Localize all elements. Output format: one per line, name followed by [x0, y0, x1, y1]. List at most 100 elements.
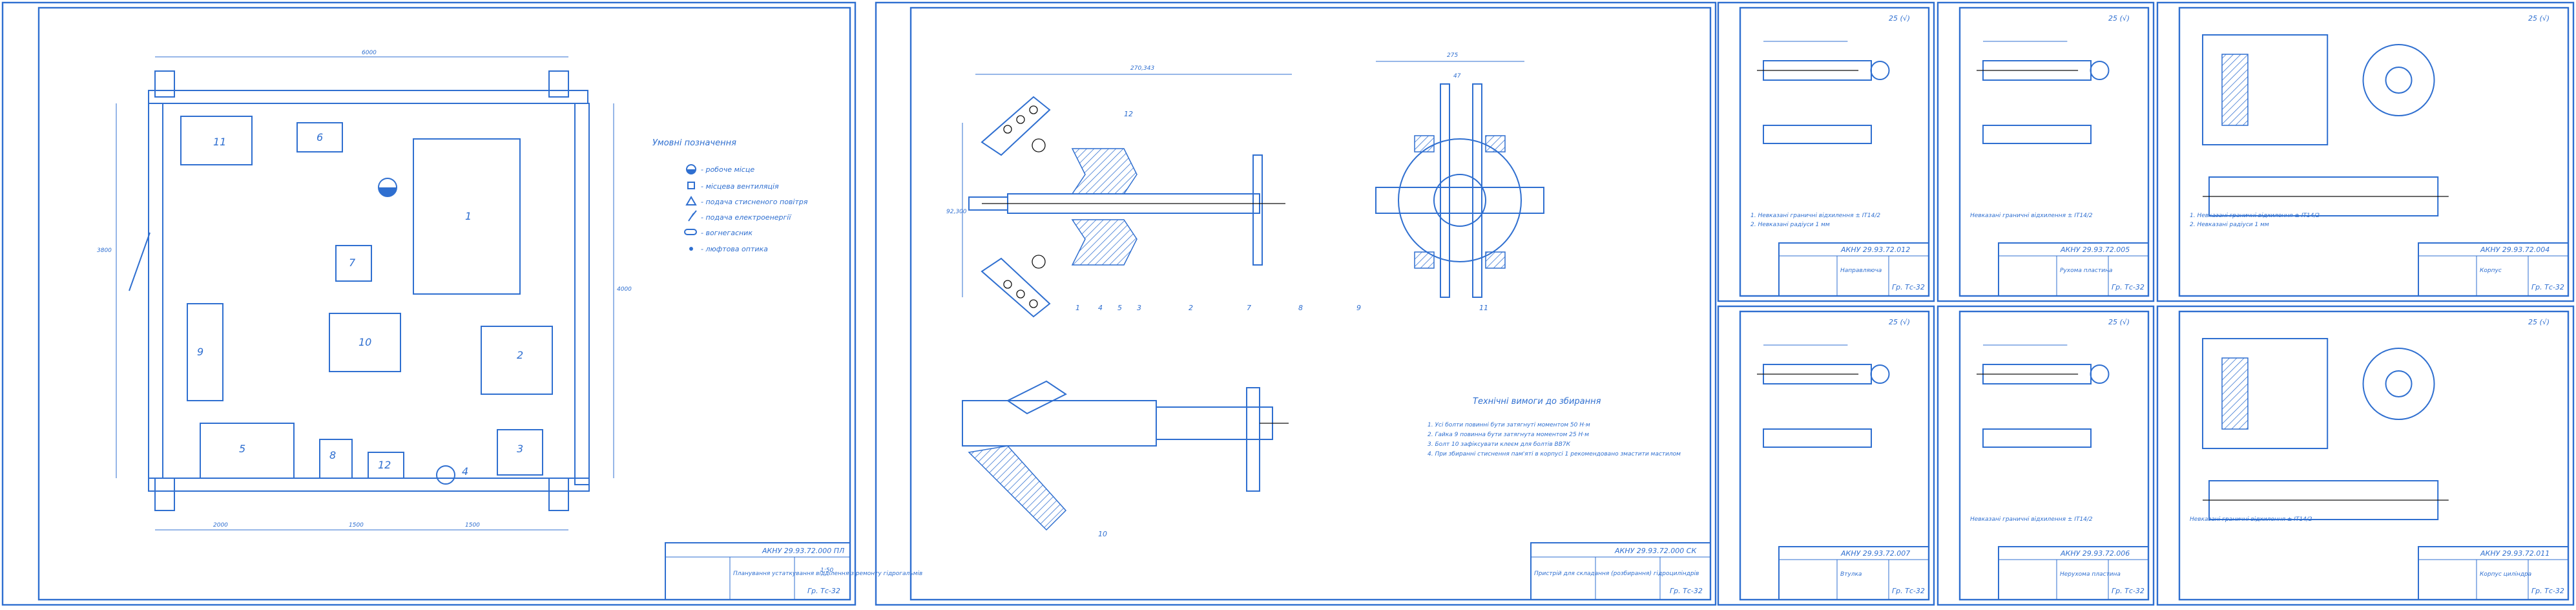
detail-sheets: 25 (√) 1. Невказані граничні відхилення ±…: [1717, 1, 2575, 606]
roughness-mark: 25 (√): [2108, 318, 2130, 326]
dim-bottom-right: 1500: [465, 522, 480, 529]
part-12: 12: [1124, 110, 1133, 118]
equipment-1: 1: [465, 210, 472, 222]
roughness-mark: 25 (√): [1889, 318, 1910, 326]
part-8: 8: [1298, 304, 1303, 312]
detail-sheet-004: 25 (√) 1. Невказані граничні відхилення ±…: [2156, 1, 2575, 302]
sheet-assembly: 270,343 92,300 275 47: [875, 1, 1717, 606]
detail-note-1: Невказані граничні відхилення ± IT14/2: [2190, 516, 2312, 523]
detail-stamp-name: Корпус: [2480, 268, 2502, 274]
dim-assembly-top: 270,343: [1130, 65, 1154, 72]
roughness-mark: 25 (√): [1889, 14, 1910, 23]
legend-item-3: - подача стисненого повітря: [701, 198, 808, 206]
equipment-3: 3: [517, 443, 523, 455]
technical-requirements: Технічні вимоги до збирання 1. Усі болти…: [1428, 397, 1681, 458]
dim-top: 6000: [362, 50, 377, 56]
equipment-layout: 11 6 1 7 10 9 2 5 8 12 3 4: [180, 116, 553, 485]
equipment-9: 9: [197, 346, 203, 358]
note-1: 1. Усі болти повинні бути затягнуті моме…: [1428, 422, 1590, 428]
part-5: 5: [1117, 304, 1122, 312]
detail-stamp-group: Гр. Тс-32: [1892, 283, 1925, 291]
detail-stamp-group: Гр. Тс-32: [2112, 587, 2145, 595]
part-11: 11: [1479, 304, 1488, 312]
title-block-1: АКНУ 29.93.72.000 ПЛ Планування устаткув…: [665, 542, 922, 600]
equipment-10: 10: [358, 336, 371, 348]
assembly-front-view: 270,343 92,300: [946, 65, 1292, 318]
dim-bottom-left: 2000: [213, 522, 228, 529]
stamp-group-2: Гр. Тс-32: [1670, 587, 1703, 595]
detail-stamp-group: Гр. Тс-32: [2531, 283, 2564, 291]
detail-stamp-group: Гр. Тс-32: [2531, 587, 2564, 595]
detail-note-2: 2. Невказані радіуси 1 мм: [2190, 222, 2269, 228]
detail-sheet-011: 25 (√) Невказані граничні відхилення ± IT…: [2156, 305, 2575, 606]
dim-left: 3800: [97, 247, 112, 254]
detail-note-1: 1. Невказані граничні відхилення ± IT14/…: [2190, 213, 2320, 219]
detail-note-1: Невказані граничні відхилення ± IT14/2: [1970, 516, 2093, 523]
detail-stamp-name: Рухома пластина: [2060, 268, 2112, 274]
legend-item-4: - подача електроенергії: [701, 213, 792, 222]
equipment-12: 12: [378, 459, 391, 471]
assembly-side-view: 275 47: [1375, 52, 1544, 298]
detail-sheet-005: 25 (√) Невказані граничні відхилення ± IT…: [1937, 1, 2155, 302]
dim-assembly-left: 92,300: [946, 209, 967, 215]
legend-item-1: - робоче місце: [701, 165, 754, 174]
detail-stamp-code: АКНУ 29.93.72.005: [2060, 246, 2130, 254]
equipment-7: 7: [349, 257, 356, 269]
detail-note-1: 1. Невказані граничні відхилення ± IT14/…: [1750, 213, 1880, 219]
stamp-scale-1: 1:50: [820, 567, 833, 574]
detail-note-2: 2. Невказані радіуси 1 мм: [1750, 222, 1830, 228]
legend-title: Умовні позначення: [652, 138, 736, 148]
stamp-desc-2: Пристрій для складання (розбирання) гідр…: [1534, 571, 1699, 577]
detail-stamp-group: Гр. Тс-32: [1892, 587, 1925, 595]
note-4: 4. При збиранні стиснення пам'яті в корп…: [1428, 451, 1681, 458]
part-3: 3: [1137, 304, 1141, 312]
dim-side-top: 275: [1447, 52, 1458, 59]
detail-sheet-006: 25 (√) Невказані граничні відхилення ± IT…: [1937, 305, 2155, 606]
dim-side-mid: 47: [1453, 73, 1461, 79]
detail-stamp-name: Втулка: [1840, 571, 1862, 578]
legend-item-6: - люфтова оптика: [701, 245, 768, 253]
note-3: 3. Болт 10 зафіксувати клеєм для болтів …: [1428, 441, 1571, 448]
part-callouts: 1 4 5 3 2 7 8 9 12 11 10: [1075, 110, 1488, 538]
part-7: 7: [1247, 304, 1251, 312]
roughness-mark: 25 (√): [2528, 318, 2550, 326]
roughness-mark: 25 (√): [2528, 14, 2550, 23]
room-dimensions: 6000 3800 4000 2000 1500 1500: [97, 50, 632, 531]
part-4: 4: [1098, 304, 1103, 312]
stamp-code-2: АКНУ 29.93.72.000 СК: [1614, 547, 1697, 555]
title-block-2: АКНУ 29.93.72.000 СК Пристрій для склада…: [1530, 542, 1711, 600]
detail-stamp-name: Направляюча: [1840, 268, 1882, 274]
dim-bottom-mid: 1500: [349, 522, 364, 529]
equipment-11: 11: [213, 136, 226, 148]
detail-stamp-group: Гр. Тс-32: [2112, 283, 2145, 291]
equipment-8: 8: [329, 449, 336, 461]
part-2: 2: [1189, 304, 1193, 312]
equipment-2: 2: [517, 349, 523, 361]
detail-stamp-code: АКНУ 29.93.72.011: [2480, 549, 2550, 558]
stamp-desc-1: Планування устаткування відділення з рем…: [733, 571, 922, 577]
detail-stamp-code: АКНУ 29.93.72.007: [1840, 549, 1910, 558]
detail-stamp-code: АКНУ 29.93.72.004: [2480, 246, 2550, 254]
detail-sheet-012: 25 (√) 1. Невказані граничні відхилення ±…: [1717, 1, 1935, 302]
part-1: 1: [1075, 304, 1080, 312]
stamp-code-1: АКНУ 29.93.72.000 ПЛ: [762, 547, 844, 555]
sheet-layout-plan: 6000 3800 4000 2000 1500 1500 11 6 1 7 1…: [1, 1, 922, 606]
note-2: 2. Гайка 9 повинна бути затягнута момент…: [1428, 432, 1589, 438]
part-9: 9: [1356, 304, 1361, 312]
legend-item-2: - місцева вентиляція: [701, 182, 779, 191]
detail-stamp-name: Корпус циліндра: [2480, 571, 2531, 578]
legend-item-5: - вогнегасник: [701, 229, 753, 237]
equipment-6: 6: [317, 131, 323, 143]
legend: Умовні позначення - робоче місце - місце…: [652, 138, 808, 253]
part-10: 10: [1098, 530, 1107, 538]
detail-note-1: Невказані граничні відхилення ± IT14/2: [1970, 213, 2093, 219]
detail-stamp-name: Нерухома пластина: [2060, 571, 2121, 578]
dim-right: 4000: [617, 286, 632, 293]
notes-title: Технічні вимоги до збирання: [1473, 397, 1601, 406]
roughness-mark: 25 (√): [2108, 14, 2130, 23]
detail-stamp-code: АКНУ 29.93.72.006: [2060, 549, 2130, 558]
stamp-group-1: Гр. Тс-32: [807, 587, 840, 595]
equipment-5: 5: [239, 443, 245, 455]
